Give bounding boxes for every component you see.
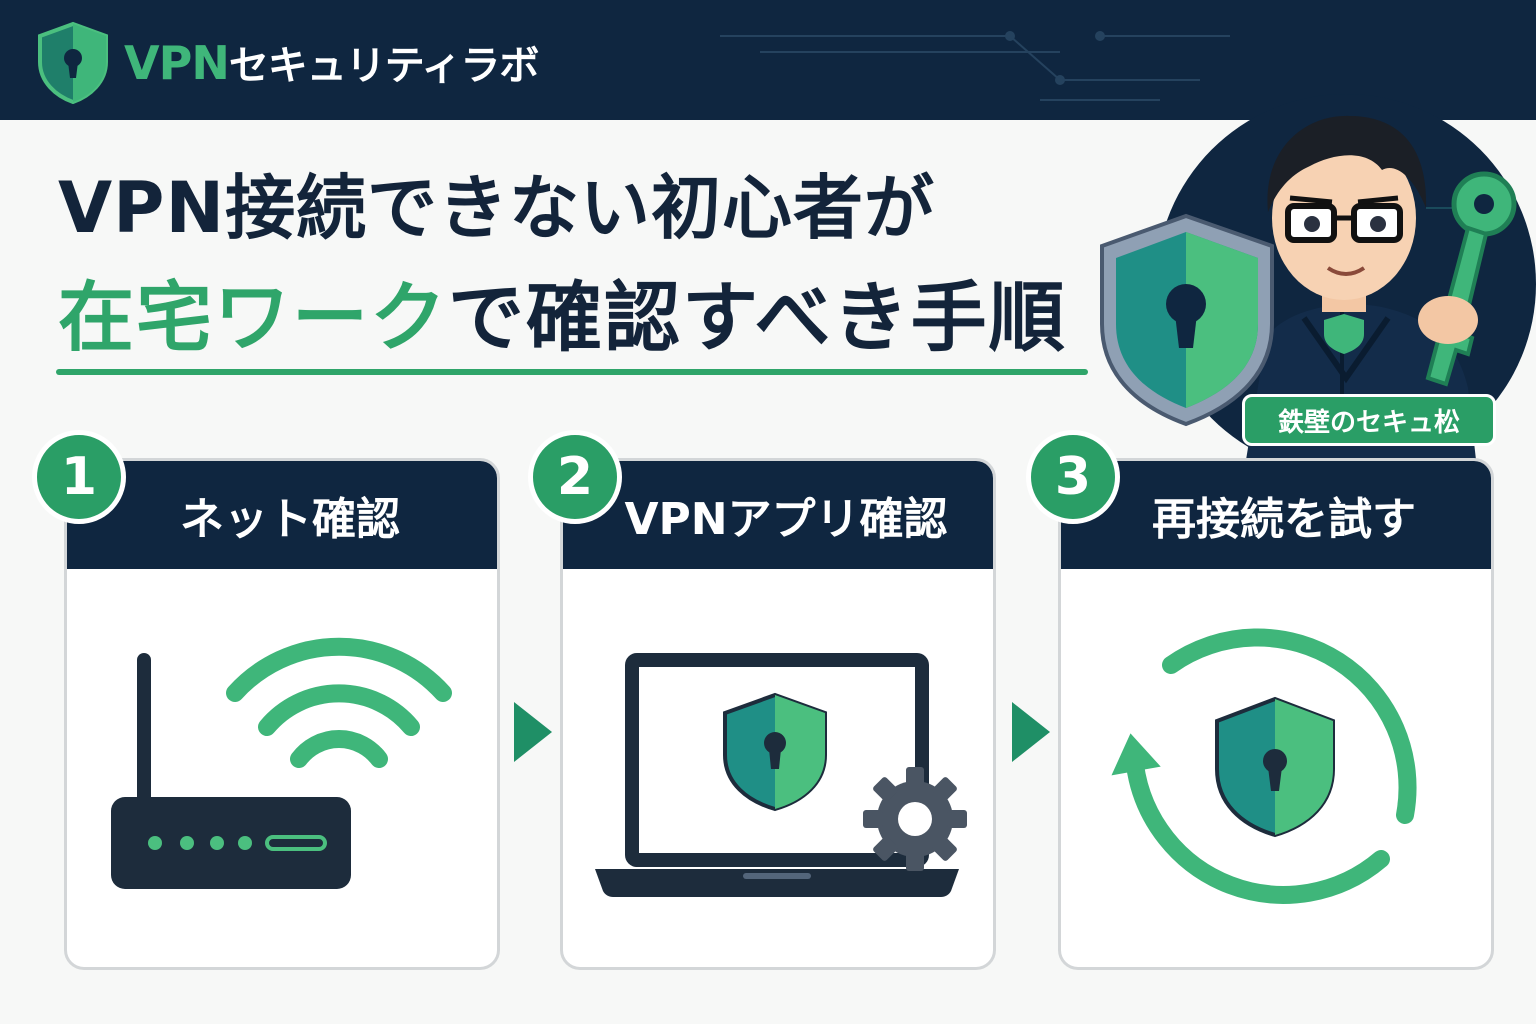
page-title-line2: 在宅ワークで確認すべき手順 [58,256,1067,366]
step-card-2-title: VPNアプリ確認 [563,461,993,569]
chevron-right-icon [1012,702,1050,762]
step-card-1: ネット確認 [64,458,500,970]
step-number-badge-2: 2 [528,430,622,524]
brand-logo[interactable]: VPNセキュリティラボ [34,20,540,104]
mascot-name-tag: 鉄壁のセキュ松 [1242,394,1496,446]
step-card-1-title: ネット確認 [67,461,497,569]
brand-name-vpn: VPN [124,36,230,90]
site-header: VPNセキュリティラボ [0,0,1536,120]
step-card-2: VPNアプリ確認 [560,458,996,970]
step-number-badge-1: 1 [32,430,126,524]
step-number-badge-3: 3 [1026,430,1120,524]
circuit-decoration [720,31,1230,101]
step-card-3: 再接続を試す [1058,458,1494,970]
laptop-shield-gear-icon [595,653,967,897]
brand-name-rest: セキュリティラボ [228,43,540,89]
page-title-line1: VPN接続できない初心者が [58,167,936,249]
title-rest: で確認すべき手順 [448,273,1067,362]
router-wifi-icon [111,637,452,889]
chevron-right-icon [514,702,552,762]
shield-keyhole-icon [38,21,108,104]
title-highlight: 在宅ワーク [58,273,448,362]
title-underline [56,369,1088,375]
refresh-shield-icon [1111,628,1417,904]
step-card-3-title: 再接続を試す [1061,461,1491,569]
